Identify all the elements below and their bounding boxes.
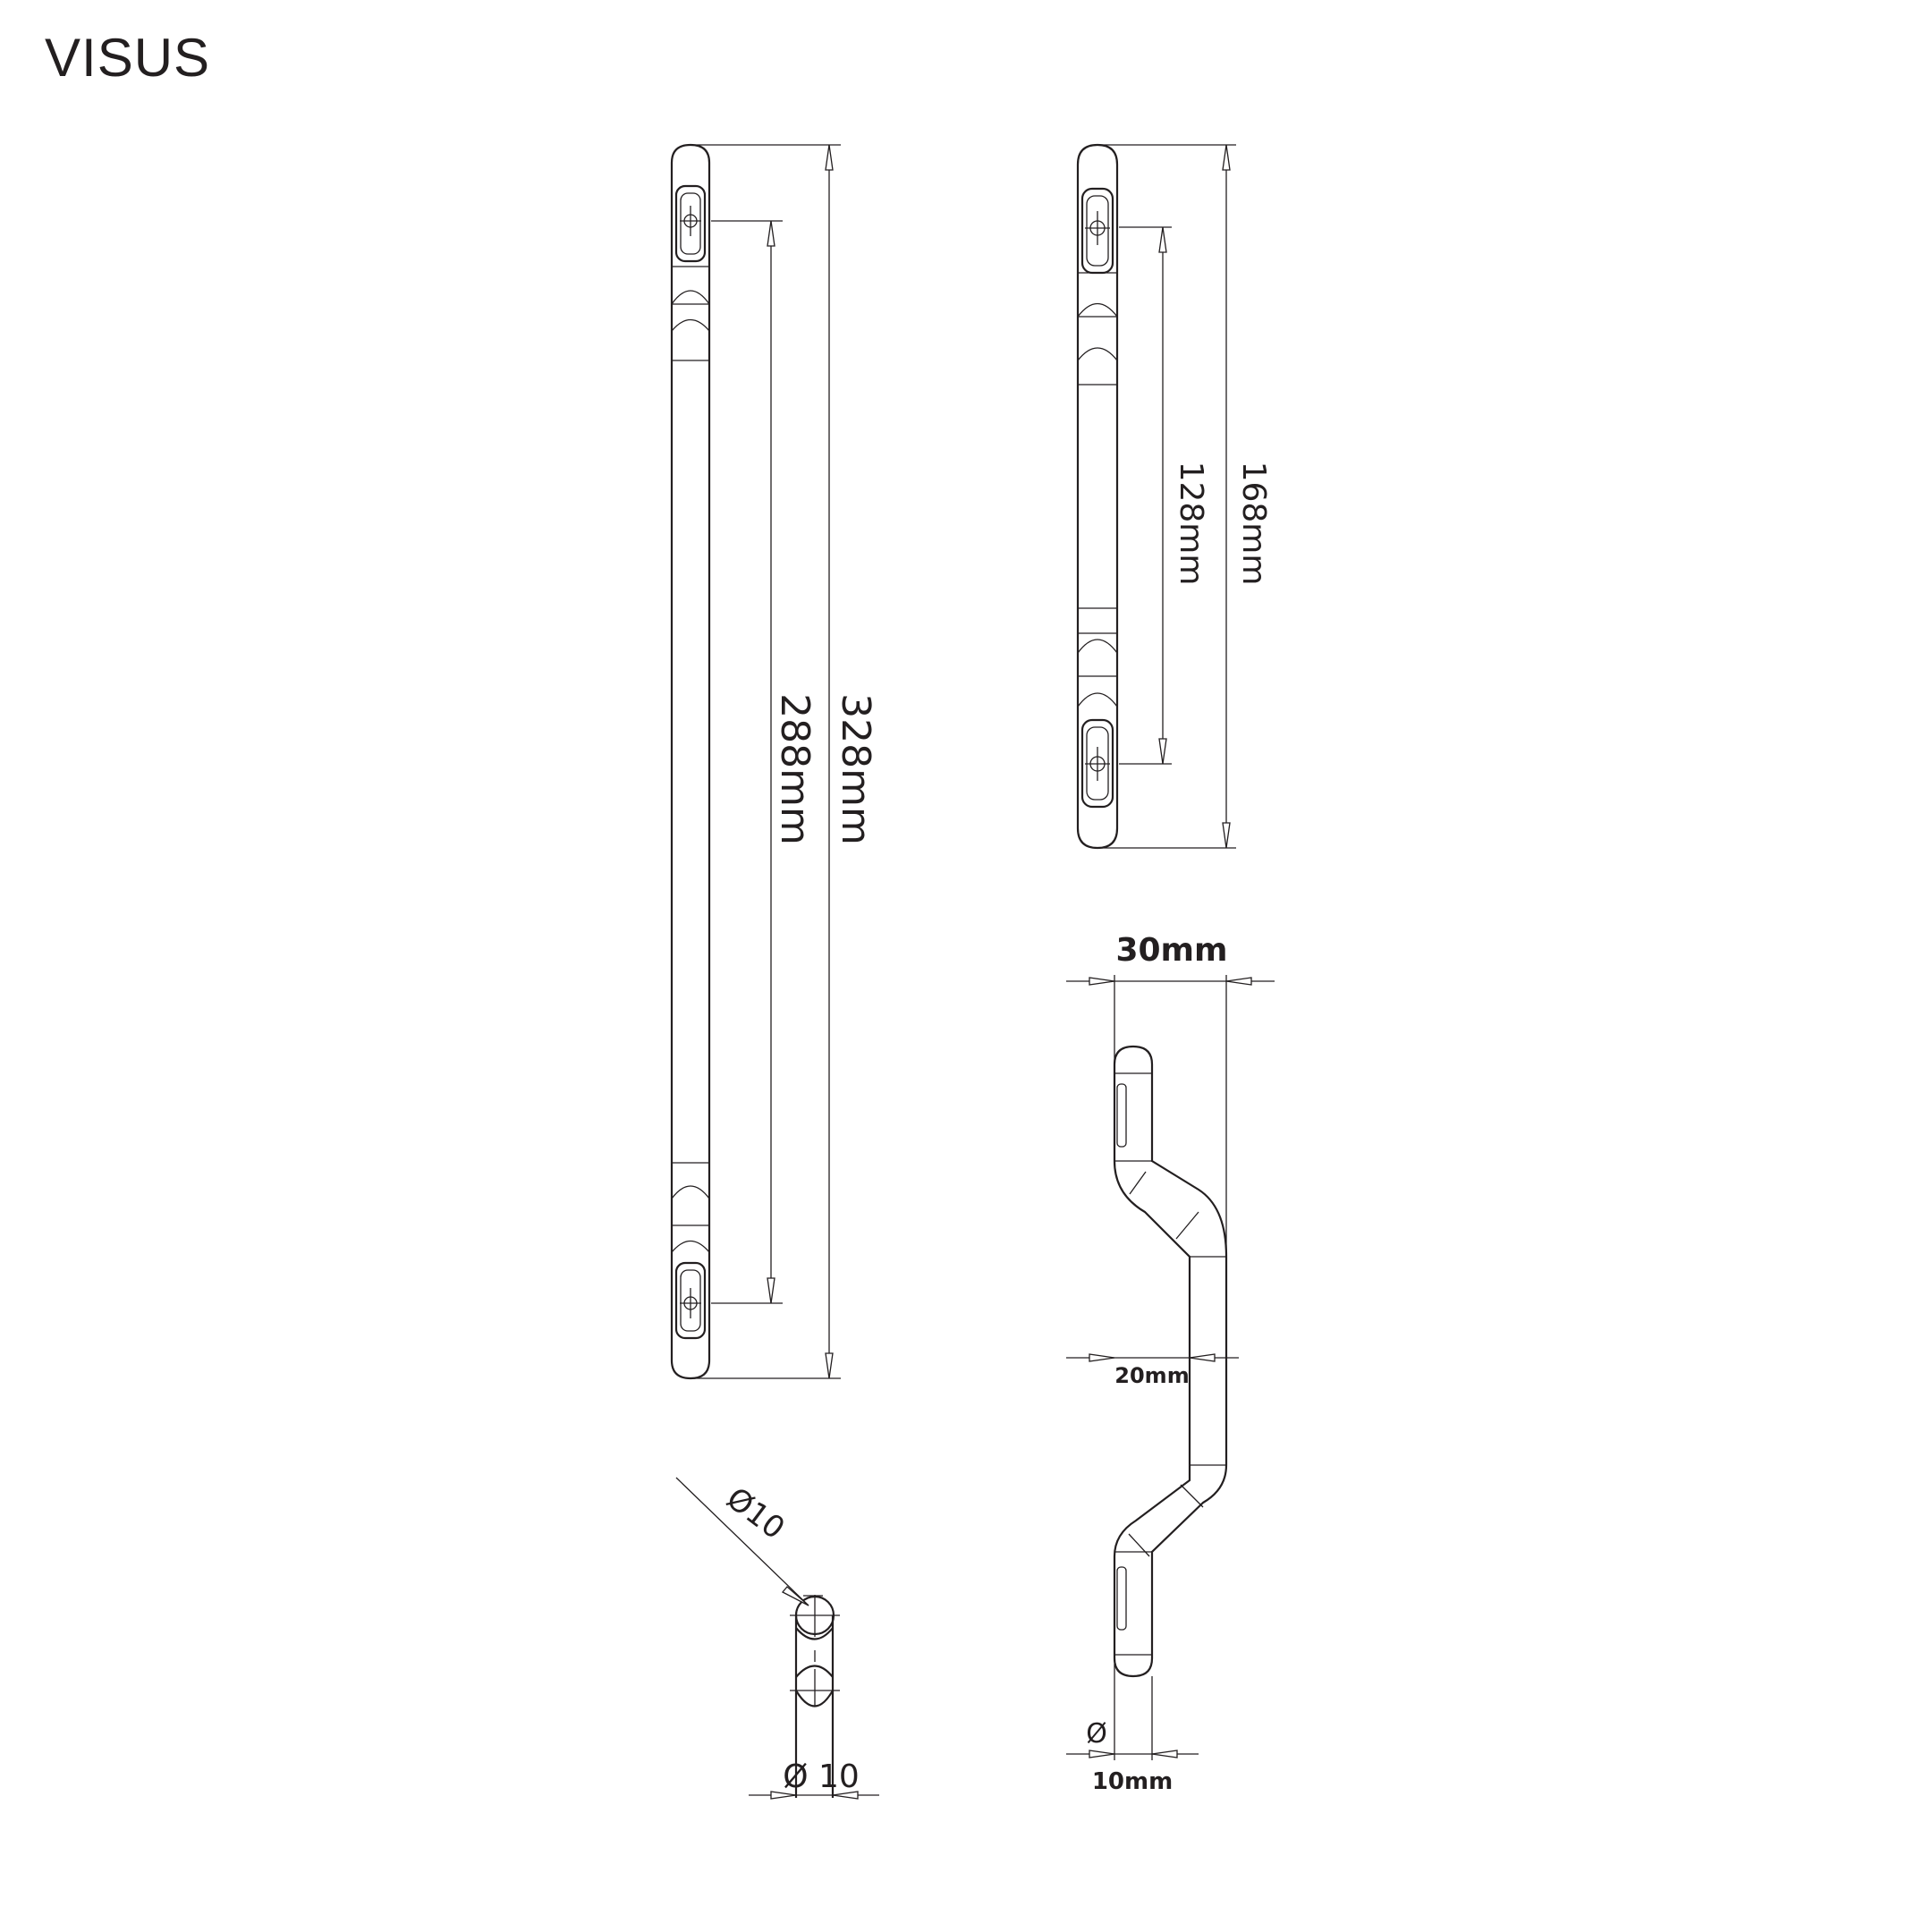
end-view-dimensions: Ø10 Ø 10 [675,1477,879,1800]
brand-logo: VISUS [45,28,211,88]
hole-spacing-label: 288mm [772,693,818,845]
long-handle-dimensions: 288mm 328mm [691,144,878,1379]
overall-length-label: 168mm [1235,462,1272,586]
leader-diameter-label: Ø10 [720,1480,792,1546]
projection-label: 30mm [1115,932,1227,969]
short-handle-dimensions: 128mm 168mm [1097,144,1272,849]
side-view-dimensions: 30mm 20mm Ø 10mm [1066,932,1275,1795]
overall-length-label: 328mm [833,693,878,845]
bottom-diameter-label: Ø 10 [783,1758,860,1795]
diameter-label: 10mm [1092,1768,1173,1795]
short-handle-front-view [1076,143,1119,850]
hole-spacing-label: 128mm [1173,462,1209,586]
long-handle-front-view [670,143,711,1380]
end-view [790,1595,840,1798]
diameter-symbol: Ø [1086,1718,1107,1750]
side-view-profile [1113,1045,1228,1678]
offset-label: 20mm [1114,1363,1189,1388]
